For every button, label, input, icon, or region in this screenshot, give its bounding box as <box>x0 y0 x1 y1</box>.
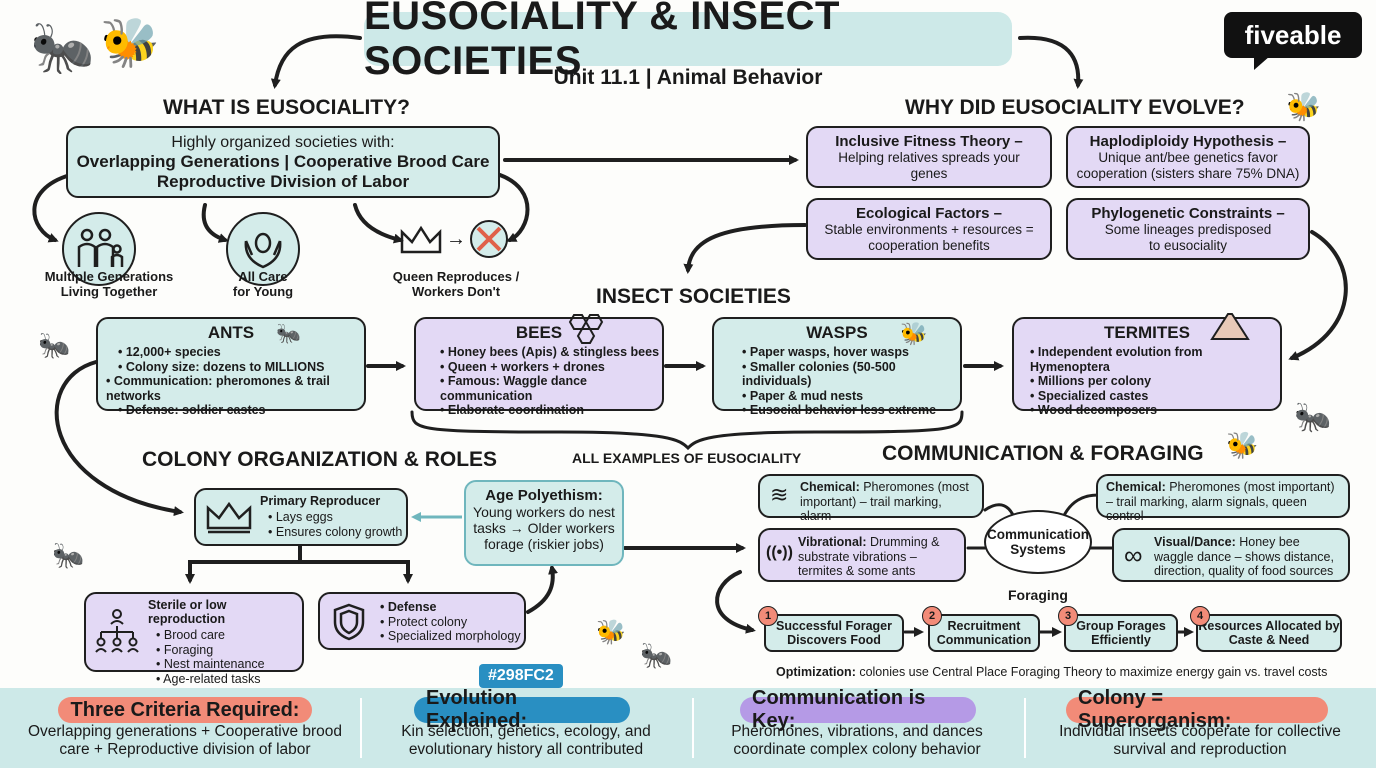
family-icon <box>77 228 124 267</box>
main-title: EUSOCIALITY & INSECT SOCIETIES <box>364 0 1012 83</box>
arrow-glyph: → <box>446 228 466 250</box>
summary-text-communication: Pheromones, vibrations, and dances coord… <box>731 723 983 758</box>
worker-crossed-icon <box>470 220 508 258</box>
summary-title-criteria: Three Criteria Required: <box>58 697 312 723</box>
bees-box: BEES Honey bees (Apis) & stingless bees … <box>414 314 664 417</box>
definition-intro: Highly organized societies with: <box>171 134 395 151</box>
wasp-icon: 🐝 <box>1286 91 1321 122</box>
inclusive-fitness-box: Inclusive Fitness Theory – Helping relat… <box>806 126 1052 188</box>
definition-box: Highly organized societies with: Overlap… <box>66 126 500 198</box>
insect-heading: INSECT SOCIETIES <box>596 285 791 308</box>
visual-dance-box: ∞ Visual/Dance: Honey bee waggle dance –… <box>1112 528 1350 582</box>
colony-heading: COLONY ORGANIZATION & ROLES <box>142 448 498 471</box>
definition-line2: Reproductive Division of Labor <box>156 172 410 191</box>
shield-icon <box>333 603 365 641</box>
defense-box: Defense Protect colony Specialized morph… <box>318 592 526 650</box>
reproducer-box: Primary Reproducer Lays eggs Ensures col… <box>194 488 408 546</box>
ant-icon: 🐜 <box>38 330 71 360</box>
bee-icon: 🐝 <box>100 17 160 70</box>
termite-icon: 🐜 <box>1294 401 1332 434</box>
hands-egg-icon <box>244 232 282 269</box>
ant-icon: 🐜 <box>52 540 85 570</box>
what-heading: WHAT IS EUSOCIALITY? <box>163 96 410 119</box>
wasp-icon: 🐝 <box>900 321 928 346</box>
age-polyethism-box: Age Polyethism: Young workers do nest ta… <box>464 480 624 566</box>
summary-text-superorganism: Individual insects cooperate for collect… <box>1059 723 1341 758</box>
icon-label-queen: Queen Reproduces /Workers Don't <box>392 269 520 299</box>
wasps-box: WASPS 🐝 Paper wasps, hover wasps Smaller… <box>712 317 962 417</box>
phylogenetic-box: Phylogenetic Constraints – Some lineages… <box>1066 198 1310 260</box>
pheromone-icon: ≋ <box>770 482 789 507</box>
communication-systems-node: Communication Systems <box>984 510 1092 574</box>
sterile-box: Sterile or low reproduction Brood care F… <box>84 592 304 686</box>
crown-icon <box>398 224 444 263</box>
examples-caption: ALL EXAMPLES OF EUSOCIALITY <box>572 450 802 466</box>
vibration-icon: ((•)) <box>766 544 793 561</box>
termites-box: TERMITES Independent evolution from Hyme… <box>1012 313 1282 417</box>
summary-title-evolution: Evolution Explained: <box>414 687 630 732</box>
vibrational-box: ((•)) Vibrational: Drumming & substrate … <box>758 528 966 582</box>
chemical-box-left: ≋ Chemical: Pheromones (most important) … <box>758 474 984 523</box>
honeycomb-icon <box>568 314 604 344</box>
ecological-box: Ecological Factors – Stable environments… <box>806 198 1052 260</box>
crown-icon <box>206 501 252 534</box>
definition-line1: Overlapping Generations | Cooperative Br… <box>76 152 490 171</box>
care-circle <box>226 212 300 286</box>
divider <box>692 698 694 758</box>
divider <box>360 698 362 758</box>
chemical-box-right: Chemical: Pheromones (most important) – … <box>1096 474 1350 523</box>
color-hex-tag: #298FC2 <box>479 664 563 688</box>
termite-mound-icon <box>1210 313 1250 340</box>
summary-text-evolution: Kin selection, genetics, ecology, and ev… <box>401 723 651 758</box>
summary-title-communication: Communication is Key: <box>740 687 976 732</box>
haplodiploidy-box: Haplodiploidy Hypothesis – Unique ant/be… <box>1066 126 1310 188</box>
ant-icon: 🐜 <box>30 19 95 77</box>
divider <box>1024 698 1026 758</box>
subtitle: Unit 11.1 | Animal Behavior <box>553 66 823 89</box>
communication-heading: COMMUNICATION & FORAGING <box>882 442 1204 465</box>
bee-icon: 🐝 <box>1226 430 1259 460</box>
waggle-dance-icon: ∞ <box>1124 540 1143 570</box>
fiveable-logo[interactable]: fiveable <box>1224 12 1362 70</box>
ant-icon: 🐜 <box>276 323 301 345</box>
summary-text-criteria: Overlapping generations + Cooperative br… <box>27 723 343 758</box>
foraging-label: Foraging <box>1008 587 1068 603</box>
hierarchy-icon <box>95 609 139 653</box>
ant-icon: 🐜 <box>640 640 673 670</box>
summary-title-superorganism: Colony = Superorganism: <box>1066 687 1328 732</box>
why-heading: WHY DID EUSOCIALITY EVOLVE? <box>905 96 1245 119</box>
ants-box: ANTS 🐜 12,000+ species Colony size: doze… <box>96 317 366 417</box>
optimization-note: Optimization: colonies use Central Place… <box>776 665 1328 679</box>
bee-icon: 🐝 <box>596 619 626 646</box>
family-circle <box>62 212 136 286</box>
